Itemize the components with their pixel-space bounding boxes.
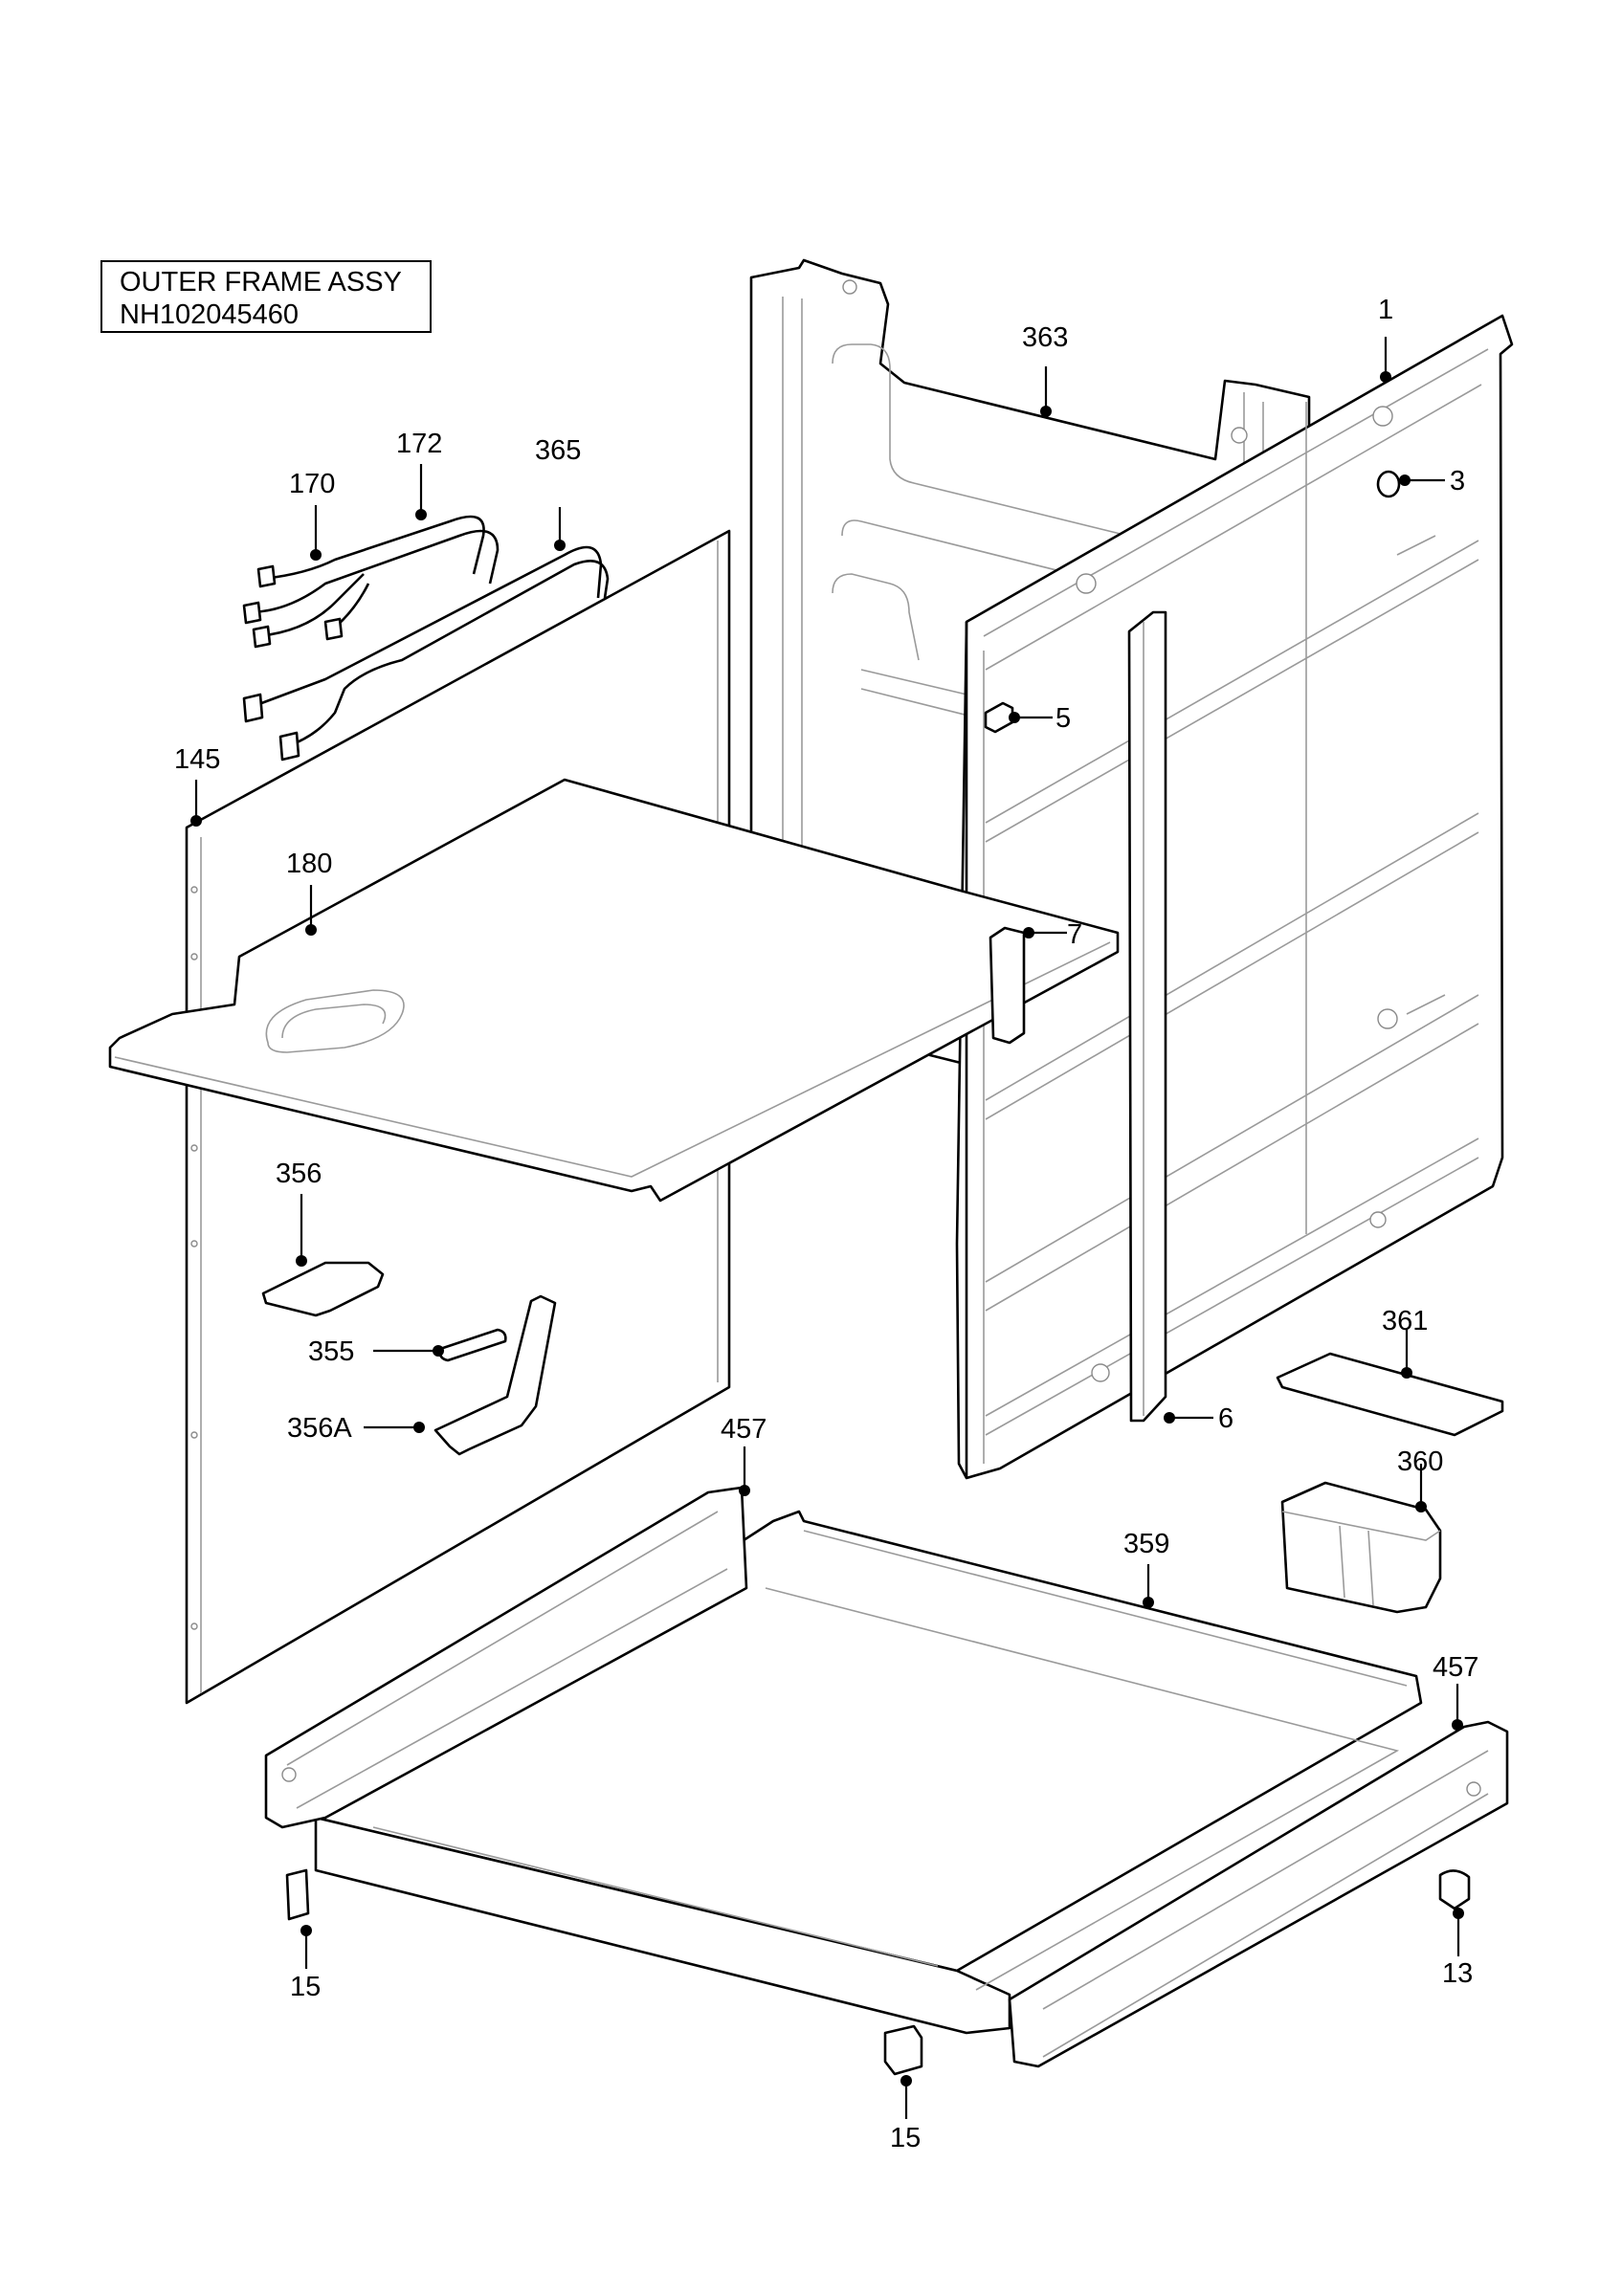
callout-360: 360 bbox=[1397, 1446, 1443, 1477]
part-foot-15a bbox=[285, 1868, 310, 1921]
callout-7: 7 bbox=[1067, 919, 1082, 950]
part-leveler-13 bbox=[1438, 1869, 1471, 1910]
part-side-frame bbox=[955, 314, 1514, 1480]
callout-361: 361 bbox=[1382, 1306, 1428, 1336]
part-plate-361 bbox=[1276, 1352, 1504, 1437]
part-rail-457-right bbox=[1008, 1720, 1509, 2068]
callout-356: 356 bbox=[276, 1159, 322, 1189]
callout-5: 5 bbox=[1055, 703, 1071, 734]
part-plug bbox=[1376, 470, 1401, 498]
callout-6: 6 bbox=[1218, 1403, 1233, 1434]
assembly-title: OUTER FRAME ASSY bbox=[120, 267, 402, 298]
callout-180: 180 bbox=[286, 849, 332, 879]
callout-145: 145 bbox=[174, 744, 220, 775]
part-bracket-356 bbox=[261, 1261, 385, 1317]
title-block: OUTER FRAME ASSY NH102045460 bbox=[100, 260, 432, 333]
callout-15a: 15 bbox=[290, 1972, 321, 2002]
leader-lines bbox=[190, 337, 1464, 2119]
callout-359: 359 bbox=[1123, 1529, 1169, 1559]
callout-457b: 457 bbox=[1433, 1652, 1478, 1683]
callout-457a: 457 bbox=[721, 1414, 767, 1445]
part-foot-15b bbox=[883, 2024, 923, 2076]
callout-labels: 1 3 5 6 7 13 15 15 145 170 172 180 355 3… bbox=[174, 295, 1478, 2153]
callout-3: 3 bbox=[1450, 466, 1465, 497]
part-rail-457-left bbox=[264, 1486, 748, 1829]
callout-13: 13 bbox=[1442, 1958, 1473, 1989]
part-switch-356a bbox=[433, 1294, 557, 1456]
part-base-359 bbox=[314, 1510, 1423, 2035]
assembly-part-number: NH102045460 bbox=[120, 299, 300, 330]
callout-15b: 15 bbox=[890, 2123, 921, 2153]
part-small-bracket bbox=[989, 926, 1026, 1045]
callout-170: 170 bbox=[289, 469, 335, 499]
part-top-shelf bbox=[108, 778, 1120, 1203]
callout-365: 365 bbox=[535, 435, 581, 466]
callout-172: 172 bbox=[396, 429, 442, 459]
part-box-360 bbox=[1280, 1481, 1442, 1614]
part-wiring-harness bbox=[242, 515, 610, 762]
callout-1: 1 bbox=[1378, 295, 1393, 325]
part-vertical-strip bbox=[1127, 610, 1167, 1423]
callout-356a: 356A bbox=[287, 1413, 352, 1444]
callout-363: 363 bbox=[1022, 322, 1068, 353]
callout-355: 355 bbox=[308, 1336, 354, 1367]
